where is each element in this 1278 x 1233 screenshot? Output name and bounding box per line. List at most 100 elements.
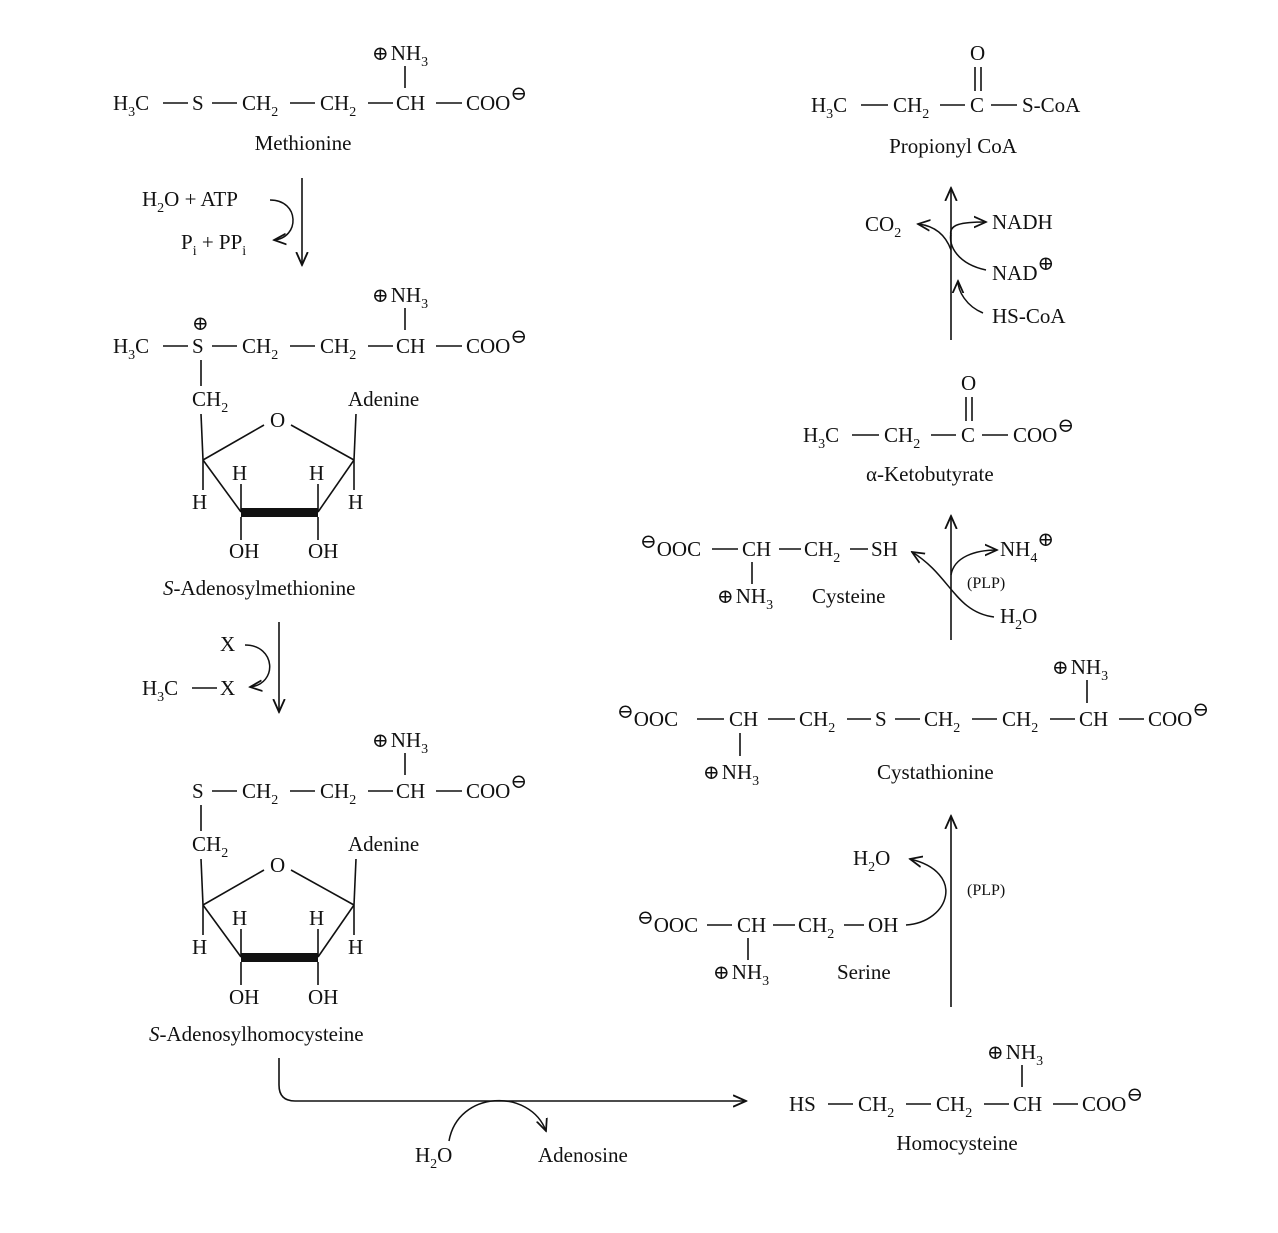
compound-name-propionyl-coa: Propionyl CoA xyxy=(889,134,1018,158)
ch-group: CH xyxy=(396,334,425,358)
methionine-chain: H3C xyxy=(113,91,149,120)
carboxylate: ⊖OOC xyxy=(640,531,701,561)
nh3-group: ⊕NH3 xyxy=(703,760,759,789)
reactant-label: H2O + ATP xyxy=(142,187,238,216)
nadh-label: NADH xyxy=(992,210,1053,234)
reaction-sah-to-homocysteine: H2O Adenosine xyxy=(278,1058,746,1172)
ch-group: CH xyxy=(1079,707,1108,731)
ch2-group: CH2 xyxy=(858,1092,894,1121)
ch2-group: CH2 xyxy=(192,387,228,416)
carboxylate: COO⊖ xyxy=(466,83,527,115)
carbonyl-carbon: C xyxy=(961,423,975,447)
methylated-product-label: H3C xyxy=(142,676,178,705)
ch2-group: CH2 xyxy=(320,779,356,808)
compound-name-sah: S-Adenosylhomocysteine xyxy=(149,1022,364,1046)
ch2-group: CH2 xyxy=(893,93,929,122)
ch2-group: CH2 xyxy=(242,91,278,120)
thiol-group: SH xyxy=(871,537,898,561)
ch2-group: CH2 xyxy=(242,334,278,363)
x-label: X xyxy=(220,676,235,700)
reaction-cystathionine-to-ketobutyrate: NH4⊕ (PLP) H2O xyxy=(912,516,1054,640)
serine-structure: ⊖OOC CH CH2 OH ⊕NH3 Serine xyxy=(637,907,898,989)
sulfur-atom: S xyxy=(875,707,887,731)
ch2-group: CH2 xyxy=(936,1092,972,1121)
h-label: H xyxy=(348,935,363,959)
compound-name-ketobutyrate: α-Ketobutyrate xyxy=(866,462,994,486)
adenosine-label: Adenosine xyxy=(538,1143,628,1167)
adenine-label: Adenine xyxy=(348,387,419,411)
ch-group: CH xyxy=(396,779,425,803)
ch2-group: CH2 xyxy=(1002,707,1038,736)
ch2-group: CH2 xyxy=(242,779,278,808)
methyl-group: H3C xyxy=(113,334,149,363)
nh3-group: ⊕NH3 xyxy=(1052,655,1108,684)
methyl-group: H3C xyxy=(803,423,839,452)
ring-bond-bold xyxy=(241,508,318,517)
curved-arrow xyxy=(949,232,987,271)
curved-arrow xyxy=(918,224,952,251)
oh-label: OH xyxy=(229,985,259,1009)
compound-name-serine: Serine xyxy=(837,960,891,984)
h-label: H xyxy=(232,461,247,485)
sulfur-atom: S xyxy=(192,334,204,358)
homocysteine-structure: ⊕NH3 HS CH2 CH2 CH COO⊖ Homocysteine xyxy=(789,1040,1143,1155)
compound-name-sam: S-Adenosylmethionine xyxy=(163,576,355,600)
nh3-group: ⊕NH3 xyxy=(713,960,769,989)
ch-group: CH xyxy=(737,913,766,937)
ring-oxygen: O xyxy=(270,853,285,877)
sulfonium-charge: ⊕ xyxy=(192,313,209,335)
ch2-group: CH2 xyxy=(320,91,356,120)
oh-label: OH xyxy=(308,539,338,563)
ch-group: CH xyxy=(729,707,758,731)
reaction-ketobutyrate-to-propionyl-coa: CO2 NADH NAD⊕ HS-CoA xyxy=(865,188,1066,340)
carboxylate: COO⊖ xyxy=(1082,1084,1143,1116)
oh-label: OH xyxy=(308,985,338,1009)
h-label: H xyxy=(309,461,324,485)
ch2-group: CH2 xyxy=(192,832,228,861)
curved-arrow xyxy=(949,222,986,237)
water-label: H2O xyxy=(853,846,890,875)
nh3-group: ⊕NH3 xyxy=(372,283,428,312)
carboxylate: COO⊖ xyxy=(466,771,527,803)
carboxylate: ⊖OOC xyxy=(637,907,698,937)
ch-group: CH xyxy=(396,91,425,115)
nh3-group: ⊕NH3 xyxy=(987,1040,1043,1069)
compound-name-homocysteine: Homocysteine xyxy=(896,1131,1017,1155)
methyl-group: H3C xyxy=(811,93,847,122)
compound-name-cystathionine: Cystathionine xyxy=(877,760,994,784)
h-label: H xyxy=(232,906,247,930)
hydroxyl-group: OH xyxy=(868,913,898,937)
reaction-methionine-to-sam: H2O + ATP Pi + PPi xyxy=(142,178,302,265)
ch2-group: CH2 xyxy=(798,913,834,942)
sulfur-atom: S xyxy=(192,779,204,803)
cofactor-label: (PLP) xyxy=(967,882,1005,899)
carboxylate: ⊖OOC xyxy=(617,701,678,731)
nh3-group: ⊕NH3 xyxy=(372,728,428,757)
cystathionine-structure: ⊕NH3 ⊖OOC CH CH2 S CH2 CH2 CH COO⊖ ⊕NH3 … xyxy=(617,655,1209,789)
ch2-group: CH2 xyxy=(884,423,920,452)
ring-oxygen: O xyxy=(270,408,285,432)
ch-group: CH xyxy=(1013,1092,1042,1116)
h-label: H xyxy=(192,935,207,959)
curved-arrow xyxy=(912,552,995,618)
curved-arrow xyxy=(269,199,294,240)
water-label: H2O xyxy=(1000,604,1037,633)
curved-arrow xyxy=(448,1100,546,1142)
h-label: H xyxy=(192,490,207,514)
carboxylate: COO⊖ xyxy=(466,326,527,358)
thioester-coa: S-CoA xyxy=(1022,93,1081,117)
oh-label: OH xyxy=(229,539,259,563)
adenine-label: Adenine xyxy=(348,832,419,856)
ammonium-label: NH4⊕ xyxy=(1000,529,1054,566)
carboxylate: COO⊖ xyxy=(1013,415,1074,447)
carbonyl-oxygen: O xyxy=(961,371,976,395)
cofactor-label: (PLP) xyxy=(967,575,1005,592)
cysteine-structure: ⊖OOC CH CH2 SH ⊕NH3 Cysteine xyxy=(640,531,898,613)
co2-label: CO2 xyxy=(865,212,901,241)
ch2-group: CH2 xyxy=(799,707,835,736)
ch2-group: CH2 xyxy=(924,707,960,736)
sulfur-atom: S xyxy=(192,91,204,115)
water-label: H2O xyxy=(415,1143,452,1172)
hscoa-label: HS-CoA xyxy=(992,304,1066,328)
